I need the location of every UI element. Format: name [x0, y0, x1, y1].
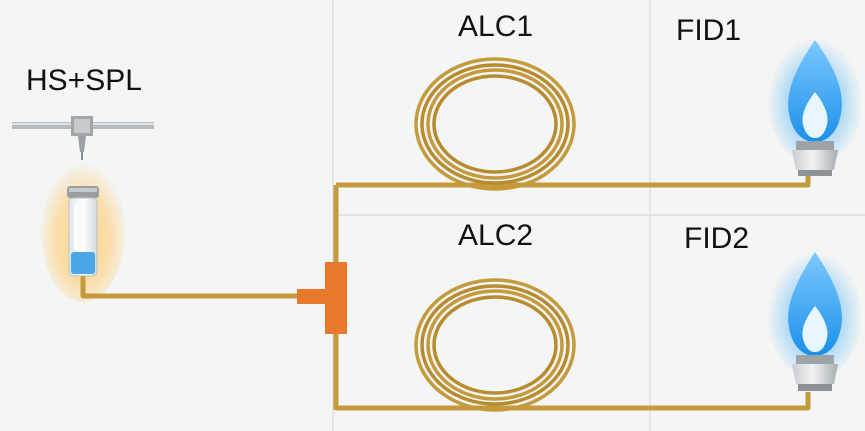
- sampler-label: HS+SPL: [26, 64, 142, 97]
- sample-vial-icon: [41, 162, 125, 302]
- column-coil-1-icon: [414, 57, 576, 191]
- detector1-label: FID1: [676, 14, 742, 47]
- flame-detector-1-icon: [767, 32, 863, 176]
- column-coil-2-icon: [414, 278, 576, 412]
- detector2-label: FID2: [684, 222, 750, 255]
- sampler-needle-icon: [12, 116, 154, 160]
- column2-label: ALC2: [458, 219, 534, 252]
- splitter-tee-icon: [297, 262, 347, 334]
- flame-detector-2-icon: [767, 246, 863, 391]
- panel-dividers: [332, 0, 865, 431]
- column1-label: ALC1: [458, 10, 534, 43]
